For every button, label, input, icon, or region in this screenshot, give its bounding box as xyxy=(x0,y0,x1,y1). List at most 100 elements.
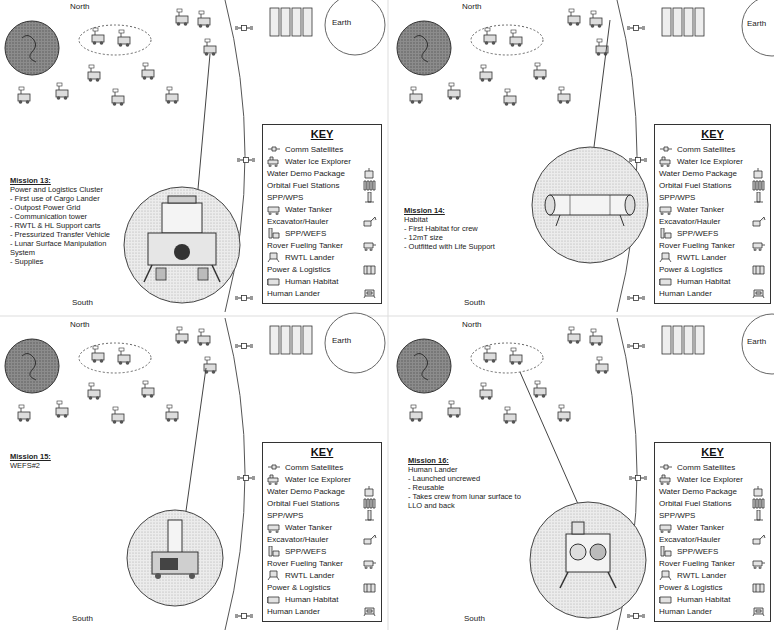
legend-row: Human Habitat xyxy=(267,593,377,605)
legend-row: Water Demo Package xyxy=(659,485,766,497)
legend-row: Comm Satellites xyxy=(659,143,766,155)
legend-row: SPP/WEFS xyxy=(659,227,766,239)
legend-text: RWTL Lander xyxy=(677,253,726,262)
legend-text: Water Tanker xyxy=(677,205,724,214)
legend-icon-shape xyxy=(365,168,373,178)
legend-text: Water Demo Package xyxy=(267,169,345,178)
legend-icon xyxy=(752,498,766,509)
legend-row: Orbital Fuel Stations xyxy=(659,179,766,191)
legend-text: Human Habitat xyxy=(285,595,338,604)
legend-icon xyxy=(659,546,673,557)
zoom-view xyxy=(127,368,223,606)
mission-line: - Reusable xyxy=(408,483,526,492)
mission-heading: Mission 14: xyxy=(404,206,516,215)
legend-icon-shape xyxy=(365,192,374,202)
legend-icon xyxy=(659,594,673,605)
mission-line: - Lunar Surface Manipulation System xyxy=(10,239,118,257)
legend-row: Orbital Fuel Stations xyxy=(659,497,766,509)
legend-icon-shape xyxy=(754,510,763,520)
legend-row: SPP/WEFS xyxy=(267,545,377,557)
legend-icon-shape xyxy=(364,535,376,544)
legend-icon-shape xyxy=(659,597,671,603)
legend-row: Excavator/Hauler xyxy=(267,533,377,545)
legend-row: Comm Satellites xyxy=(267,143,377,155)
legend-icon-shape xyxy=(754,192,763,202)
legend-icon xyxy=(659,570,673,581)
mission-line: Human Lander xyxy=(408,465,526,474)
legend-icon-shape xyxy=(660,465,672,469)
legend-icon-shape xyxy=(660,475,670,485)
legend-icon xyxy=(659,228,673,239)
legend-icon-shape xyxy=(268,147,280,151)
legend-icon-shape xyxy=(660,571,671,580)
legend-row: Human Lander xyxy=(659,287,766,299)
legend-icon-shape xyxy=(268,253,279,262)
legend-icon xyxy=(659,462,673,473)
legend-icon-shape xyxy=(364,608,375,616)
legend-row: SPP/WEFS xyxy=(267,227,377,239)
legend-icon-shape xyxy=(268,475,278,485)
legend-row: Excavator/Hauler xyxy=(267,215,377,227)
legend-icon-shape xyxy=(267,597,279,603)
legend-heading: KEY xyxy=(659,128,766,141)
legend-icon xyxy=(363,486,377,497)
legend-icon-shape xyxy=(660,525,671,533)
legend-icon-shape xyxy=(269,228,279,238)
legend-text: Rover Fueling Tanker xyxy=(267,241,343,250)
legend-row: Water Ice Explorer xyxy=(267,155,377,167)
legend-row: Water Tanker xyxy=(659,203,766,215)
mission-line: - 12mT size xyxy=(404,233,516,242)
legend-icon-shape xyxy=(660,207,671,215)
mission-heading: Mission 15: xyxy=(10,452,120,461)
legend-text: SPP/WPS xyxy=(659,193,695,202)
earth-outline xyxy=(325,0,385,55)
earth-outline xyxy=(325,313,385,373)
legend-text: Comm Satellites xyxy=(285,463,343,472)
legend-text: Orbital Fuel Stations xyxy=(267,499,339,508)
legend-icon xyxy=(752,510,766,521)
mission-text: Mission 14:Habitat- First Habitat for cr… xyxy=(404,206,516,251)
legend-icon xyxy=(752,558,766,569)
legend-icon xyxy=(752,486,766,497)
legend-icon xyxy=(363,240,377,251)
legend-text: SPP/WEFS xyxy=(677,547,718,556)
legend-icon xyxy=(267,522,281,533)
earth-outline xyxy=(742,0,774,56)
legend-text: SPP/WEFS xyxy=(285,229,326,238)
legend-row: Human Lander xyxy=(659,605,766,617)
legend-icon xyxy=(363,510,377,521)
legend-text: Orbital Fuel Stations xyxy=(659,499,731,508)
mission-heading: Mission 13: xyxy=(10,176,118,185)
legend-icon xyxy=(752,168,766,179)
legend-icon xyxy=(752,216,766,227)
legend-text: Orbital Fuel Stations xyxy=(267,181,339,190)
legend-icon-shape xyxy=(753,499,764,508)
mission-text: Mission 16:Human Lander- Launched uncrew… xyxy=(408,456,526,510)
legend-icon-shape xyxy=(661,546,671,556)
legend-text: Power & Logistics xyxy=(659,583,723,592)
legend-icon xyxy=(363,264,377,275)
legend-text: RWTL Lander xyxy=(677,571,726,580)
mission-line: - Communication tower xyxy=(10,212,118,221)
legend-icon xyxy=(752,192,766,203)
legend-icon xyxy=(363,534,377,545)
legend-icon-shape xyxy=(268,465,280,469)
legend-text: Water Ice Explorer xyxy=(285,157,351,166)
legend-text: Water Demo Package xyxy=(659,169,737,178)
legend-text: Water Tanker xyxy=(285,205,332,214)
legend-text: Human Lander xyxy=(267,289,320,298)
legend-heading: KEY xyxy=(659,446,766,459)
legend-row: Power & Logistics xyxy=(659,581,766,593)
zoom-view xyxy=(532,20,648,263)
legend-text: Water Ice Explorer xyxy=(677,157,743,166)
compass-label: South xyxy=(72,298,93,308)
legend-text: SPP/WEFS xyxy=(677,229,718,238)
mission-text: Mission 15:WEFS#2 xyxy=(10,452,120,470)
mission-line: - Launched uncrewed xyxy=(408,474,526,483)
legend-row: Human Lander xyxy=(267,605,377,617)
legend-text: Water Tanker xyxy=(285,523,332,532)
legend-icon-shape xyxy=(364,561,376,569)
legend-icon xyxy=(752,534,766,545)
zoom-view xyxy=(124,54,240,303)
legend-icon xyxy=(363,582,377,593)
